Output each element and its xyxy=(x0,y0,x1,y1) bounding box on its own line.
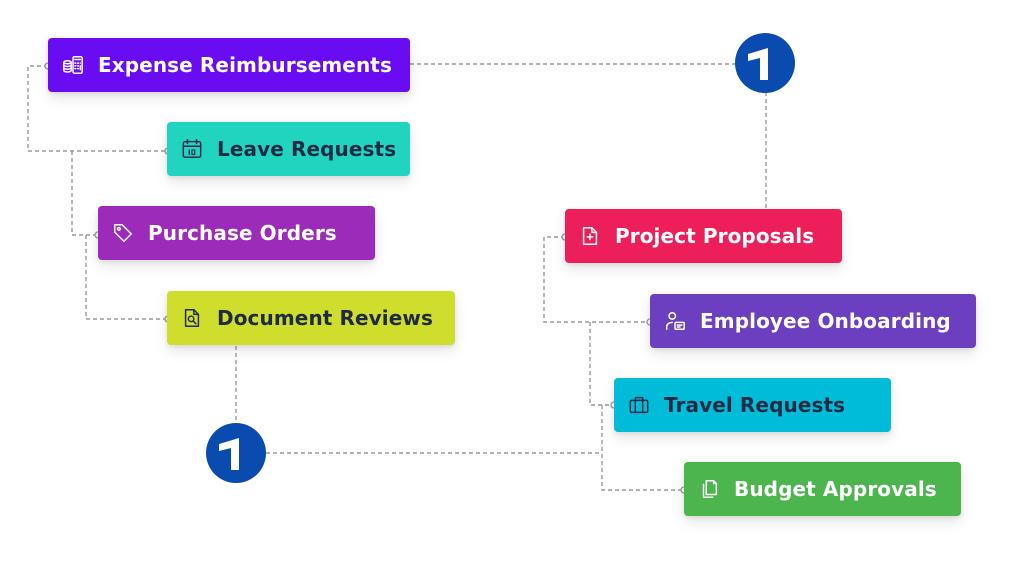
card-label: Project Proposals xyxy=(615,224,815,248)
brand-logo-icon xyxy=(735,33,795,93)
card-document-reviews[interactable]: Document Reviews xyxy=(167,291,455,345)
card-expense-reimbursements[interactable]: Expense Reimbursements xyxy=(48,38,410,92)
document-search-icon xyxy=(181,307,203,329)
connector-purchase xyxy=(71,151,98,236)
briefcase-icon xyxy=(628,394,650,416)
tag-icon xyxy=(112,222,134,244)
connector-budget-spine xyxy=(601,405,684,491)
card-label: Purchase Orders xyxy=(148,221,337,245)
brand-logo-icon xyxy=(206,423,266,483)
card-project-proposals[interactable]: Project Proposals xyxy=(565,209,842,263)
card-leave-requests[interactable]: Leave Requests xyxy=(167,122,410,176)
card-label: Budget Approvals xyxy=(734,477,937,501)
connector-travel xyxy=(589,322,614,406)
card-employee-onboarding[interactable]: Employee Onboarding xyxy=(650,294,976,348)
card-budget-approvals[interactable]: Budget Approvals xyxy=(684,462,961,516)
card-purchase-orders[interactable]: Purchase Orders xyxy=(98,206,375,260)
card-travel-requests[interactable]: Travel Requests xyxy=(614,378,891,432)
document-plus-icon xyxy=(579,225,601,247)
card-label: Leave Requests xyxy=(217,137,397,161)
connector-left-spine xyxy=(27,65,168,152)
connector-document xyxy=(85,235,168,320)
card-label: Travel Requests xyxy=(664,393,846,417)
calculator-coins-icon xyxy=(62,54,84,76)
card-label: Document Reviews xyxy=(217,306,434,330)
connector-project xyxy=(543,236,650,323)
card-label: Expense Reimbursements xyxy=(98,53,392,77)
card-label: Employee Onboarding xyxy=(700,309,951,333)
documents-icon xyxy=(698,478,720,500)
calendar-icon xyxy=(181,138,203,160)
user-badge-icon xyxy=(664,310,686,332)
